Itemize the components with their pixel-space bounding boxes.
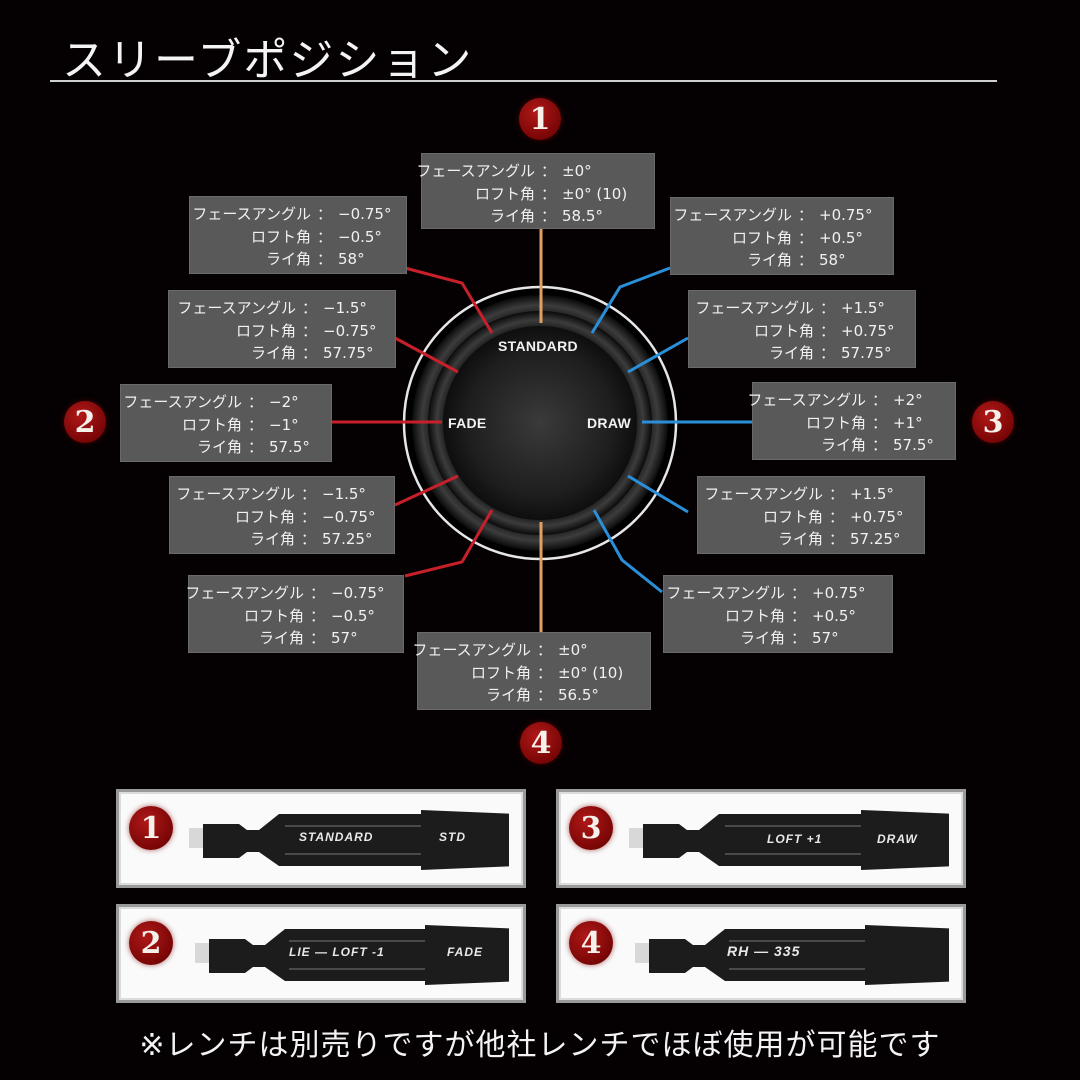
sleeve-image-2 — [195, 925, 509, 985]
badge-position-2: 2 — [64, 401, 106, 443]
draw-connectors — [590, 266, 752, 594]
sleeve-badge-4: 4 — [569, 921, 613, 965]
sleeve-image-3 — [629, 810, 949, 870]
sleeve-card-1: 1 STANDARD STD — [116, 789, 526, 888]
sleeve-text-right-1: STD — [439, 830, 466, 844]
sleeve-card-3: 3 LOFT +1 DRAW — [556, 789, 966, 888]
spec-box-upper-right-2: フェースアングル：+1.5° ロフト角：+0.75° ライ角：57.75° — [688, 290, 916, 368]
sleeve-text-left-1: STANDARD — [299, 830, 374, 844]
sleeve-card-2: 2 LIE — LOFT -1 FADE — [116, 904, 526, 1003]
footer-note: ※レンチは別売りですが他社レンチでほぼ使用が可能です — [139, 1028, 941, 1063]
fade-connectors — [332, 266, 494, 578]
sleeve-card-4: 4 RH — 335 — [556, 904, 966, 1003]
spec-box-lower-right-2: フェースアングル：+1.5° ロフト角：+0.75° ライ角：57.25° — [697, 476, 925, 554]
sleeve-badge-1: 1 — [129, 806, 173, 850]
dial-diagram — [332, 228, 752, 632]
spec-box-upper-right-1: フェースアングル：+0.75° ロフト角：+0.5° ライ角：58° — [670, 197, 894, 275]
dial-label-draw: DRAW — [587, 415, 631, 431]
sleeve-image-4 — [635, 925, 949, 985]
spec-box-upper-left-1: フェースアングル：−0.75° ロフト角：−0.5° ライ角：58° — [189, 196, 407, 274]
dial-label-fade: FADE — [448, 415, 487, 431]
spec-box-lower-right-1: フェースアングル：+0.75° ロフト角：+0.5° ライ角：57° — [663, 575, 893, 653]
spec-box-bottom: フェースアングル：±0° ロフト角：±0° (10) ライ角：56.5° — [412, 632, 651, 710]
sleeve-image-1 — [189, 810, 509, 870]
sleeve-text-left-3: LOFT +1 — [767, 832, 823, 846]
sleeve-text-left-2: LIE — LOFT -1 — [289, 945, 385, 959]
sleeve-badge-3: 3 — [569, 806, 613, 850]
dial-label-standard: STANDARD — [498, 338, 578, 354]
title-divider — [50, 80, 997, 82]
page-title: スリーブポジション — [62, 35, 474, 86]
dial-core — [443, 326, 637, 520]
spec-box-upper-left-2: フェースアングル：−1.5° ロフト角：−0.75° ライ角：57.75° — [168, 290, 396, 368]
sleeve-badge-2: 2 — [129, 921, 173, 965]
sleeve-text-right-2: FADE — [447, 945, 484, 959]
spec-box-lower-left-2: フェースアングル：−1.5° ロフト角：−0.75° ライ角：57.25° — [169, 476, 395, 554]
sleeve-text-left-4: RH — 335 — [727, 943, 801, 959]
spec-box-right: フェースアングル：+2° ロフト角：+1° ライ角：57.5° — [747, 382, 956, 460]
spec-box-top: フェースアングル：±0° ロフト角：±0° (10) ライ角：58.5° — [416, 153, 655, 229]
badge-position-3: 3 — [972, 401, 1014, 443]
badge-position-1: 1 — [519, 98, 561, 140]
spec-box-left: フェースアングル：−2° ロフト角：−1° ライ角：57.5° — [120, 384, 332, 462]
badge-position-4: 4 — [520, 722, 562, 764]
sleeve-text-right-3: DRAW — [877, 832, 918, 846]
spec-box-lower-left-1: フェースアングル：−0.75° ロフト角：−0.5° ライ角：57° — [185, 575, 404, 653]
